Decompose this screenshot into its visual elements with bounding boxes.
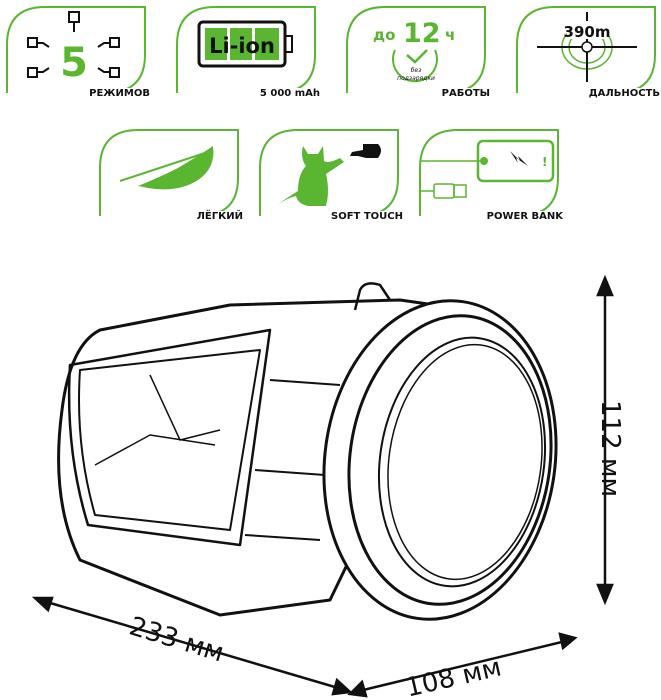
feather-icon bbox=[119, 146, 214, 190]
feature-battery: Li-ion 5 000 mAh bbox=[175, 5, 320, 99]
feature-range: 390m ДАЛЬНОСТЬ bbox=[515, 5, 660, 99]
feature-label: POWER BANK bbox=[482, 211, 563, 222]
modes-icon: 5 bbox=[27, 11, 120, 85]
feature-modes: 5 РЕЖИМОВ bbox=[5, 5, 150, 99]
svg-text:5: 5 bbox=[60, 40, 88, 85]
svg-text:без: без bbox=[411, 67, 422, 74]
range-icon: 390m bbox=[537, 12, 637, 82]
svg-text:до: до bbox=[373, 26, 395, 44]
feature-soft-touch: SOFT TOUCH bbox=[258, 128, 403, 222]
clock-icon: до 12 ч без подзарядки bbox=[373, 18, 455, 83]
svg-text:12: 12 bbox=[403, 18, 441, 49]
svg-text:390m: 390m bbox=[564, 23, 611, 41]
kitten-icon bbox=[278, 144, 381, 206]
feature-light: ЛЁГКИЙ bbox=[98, 128, 243, 222]
feature-label: РЕЖИМОВ bbox=[85, 88, 150, 99]
feature-runtime: до 12 ч без подзарядки РАБОТЫ bbox=[345, 5, 490, 99]
battery-icon: Li-ion bbox=[197, 20, 293, 68]
feature-label: РАБОТЫ bbox=[437, 88, 490, 99]
height-dimension: 112 мм bbox=[595, 400, 625, 498]
feature-powerbank: ! POWER BANK bbox=[418, 128, 563, 222]
svg-text:ч: ч bbox=[445, 26, 455, 44]
feature-label: ДАЛЬНОСТЬ bbox=[584, 88, 660, 99]
svg-text:подзарядки: подзарядки bbox=[397, 75, 435, 82]
feature-label: SOFT TOUCH bbox=[327, 211, 403, 222]
svg-text:Li-ion: Li-ion bbox=[209, 34, 275, 58]
feature-label: ЛЁГКИЙ bbox=[192, 211, 243, 222]
feature-label: 5 000 mAh bbox=[255, 88, 320, 99]
powerbank-icon: ! bbox=[420, 139, 555, 199]
svg-text:!: ! bbox=[542, 155, 547, 169]
flashlight-drawing bbox=[31, 274, 614, 698]
